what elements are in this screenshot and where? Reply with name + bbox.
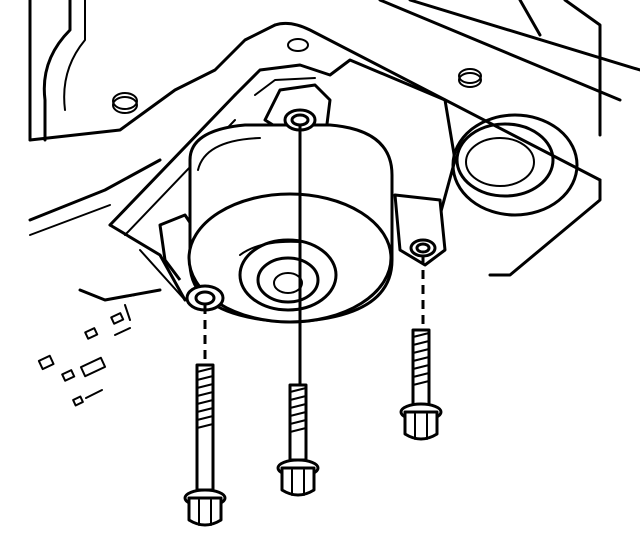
flange-bolt-center (276, 383, 320, 497)
transmission-case-housing (28, 0, 640, 407)
cylindrical-mount-assembly (158, 83, 447, 324)
flange-bolt-right (399, 328, 443, 441)
flange-bolt-left (183, 363, 227, 527)
